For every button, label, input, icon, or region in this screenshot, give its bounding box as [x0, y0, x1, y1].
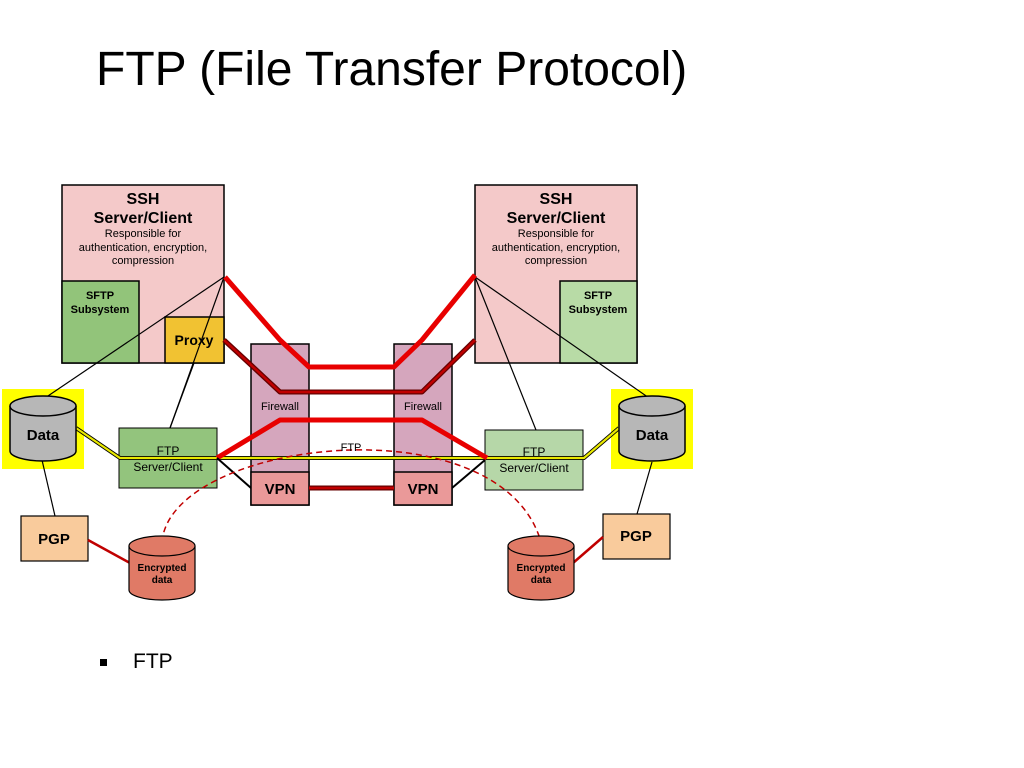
- encrypted-dashed-arc: [161, 449, 542, 543]
- firewall-label-right: Firewall: [404, 401, 442, 413]
- ftp-server-left-label-2: Server/Client: [133, 460, 203, 474]
- encrypted-label-right-1: Encrypted: [517, 563, 566, 574]
- ftp-yellow-line: [74, 426, 621, 460]
- pgp-links: [87, 536, 604, 565]
- ssh-desc-left-3: compression: [112, 255, 174, 267]
- pgp-box-left: [20, 515, 89, 562]
- vpn-label-left: VPN: [265, 481, 296, 498]
- sftp-label-right-2: Subsystem: [569, 304, 628, 316]
- sftp-label-left-2: Subsystem: [71, 304, 130, 316]
- data-cylinder-right: Data: [618, 395, 686, 462]
- sftp-label-left-1: SFTP: [86, 290, 114, 302]
- slide-title: FTP (File Transfer Protocol): [96, 43, 688, 96]
- data-label-right: Data: [636, 427, 669, 444]
- encrypted-label-right-2: data: [531, 575, 552, 586]
- encrypted-label-left-1: Encrypted: [138, 563, 187, 574]
- proxy-box: [164, 316, 225, 364]
- ssh-subtitle-right: Server/Client: [507, 210, 606, 227]
- ftp-server-right-label-2: Server/Client: [499, 461, 569, 475]
- ssh-desc-left-2: authentication, encryption,: [79, 242, 207, 254]
- bullet-text: FTP: [133, 650, 173, 673]
- encrypted-data-right: Encrypted data: [507, 535, 575, 601]
- pgp-label-left: PGP: [38, 531, 70, 548]
- encrypted-label-left-2: data: [152, 575, 173, 586]
- sftp-label-right-1: SFTP: [584, 290, 612, 302]
- proxy-label: Proxy: [175, 332, 214, 348]
- ssh-title-left: SSH: [127, 191, 160, 208]
- vpn-box-left: [250, 471, 310, 506]
- sftp-subsystem-left: [61, 280, 140, 364]
- ssh-desc-right-3: compression: [525, 255, 587, 267]
- ftp-line-label: FTP: [341, 442, 362, 454]
- encrypted-data-left: Encrypted data: [128, 535, 196, 601]
- vpn-label-right: VPN: [408, 481, 439, 498]
- square-bullet-icon: [100, 658, 107, 666]
- vpn-box-right: [393, 471, 453, 506]
- ssh-desc-right-1: Responsible for: [518, 228, 595, 240]
- ftp-server-right-label-1: FTP: [523, 445, 546, 459]
- ssh-title-right: SSH: [540, 191, 573, 208]
- ssh-desc-right-2: authentication, encryption,: [492, 242, 620, 254]
- ssh-subtitle-left: Server/Client: [94, 210, 193, 227]
- bullet-item: FTP: [100, 650, 173, 674]
- ftp-server-left-label-1: FTP: [157, 444, 180, 458]
- pgp-label-right: PGP: [620, 528, 652, 545]
- pgp-box-right: [602, 513, 671, 560]
- firewall-label-left: Firewall: [261, 401, 299, 413]
- sftp-subsystem-right: [559, 280, 638, 364]
- data-cylinder-left: Data: [9, 395, 77, 462]
- connector-lines: [41, 276, 653, 517]
- ssh-desc-left-1: Responsible for: [105, 228, 182, 240]
- data-label-left: Data: [27, 427, 60, 444]
